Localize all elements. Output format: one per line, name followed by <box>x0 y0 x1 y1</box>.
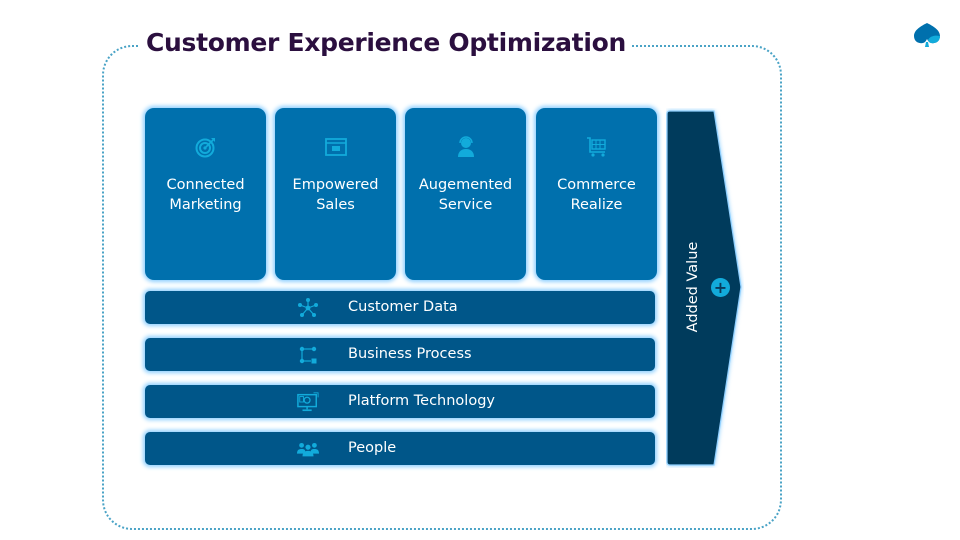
pillar-label-line2: Sales <box>316 197 355 213</box>
shopping-cart-icon <box>586 137 606 157</box>
foundation-people: People <box>145 432 655 465</box>
pillar-label-line1: Commerce <box>557 177 636 193</box>
process-flow-icon <box>299 346 317 364</box>
support-agent-icon <box>457 136 474 157</box>
page-title: Customer Experience Optimization <box>140 26 632 60</box>
monitor-user-icon <box>297 392 319 412</box>
pillar-label-line1: Empowered <box>292 177 379 193</box>
foundation-label: Platform Technology <box>348 393 495 409</box>
browser-window-icon <box>324 138 347 156</box>
target-icon <box>195 138 215 158</box>
foundation-customer-data: Customer Data <box>145 291 655 324</box>
foundation-label: Customer Data <box>348 299 458 315</box>
people-group-icon <box>297 442 319 457</box>
pillar-empowered-sales: Empowered Sales <box>275 108 396 280</box>
pillar-augemented-service: Augemented Service <box>405 108 526 280</box>
pillar-label-line2: Realize <box>570 197 623 213</box>
pillar-label-line2: Service <box>438 197 493 213</box>
foundation-label: Business Process <box>348 346 472 362</box>
pillar-label-line1: Augemented <box>418 177 513 193</box>
pillar-connected-marketing: Connected Marketing <box>145 108 266 280</box>
network-hub-icon <box>298 298 318 317</box>
added-value-label: Added Value <box>685 241 701 333</box>
foundation-platform-technology: Platform Technology <box>145 385 655 418</box>
foundation-business-process: Business Process <box>145 338 655 371</box>
added-value-arrow <box>666 110 742 466</box>
pillar-label-line2: Marketing <box>169 197 242 213</box>
plus-icon: + <box>711 278 730 297</box>
pillar-label-line1: Connected <box>166 177 245 193</box>
spade-logo-icon <box>914 23 940 47</box>
foundation-label: People <box>348 440 397 456</box>
pillar-commerce-realize: Commerce Realize <box>536 108 657 280</box>
